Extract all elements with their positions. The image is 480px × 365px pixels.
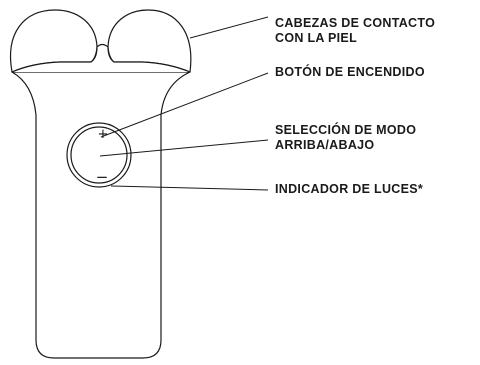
label-mode-selection-line1: SELECCIÓN DE MODO [275,123,417,137]
power-button[interactable] [70,126,128,184]
label-contact-heads-line2: CON LA PIEL [275,31,358,45]
label-mode-selection: SELECCIÓN DE MODO ARRIBA/ABAJO [275,123,416,153]
leader-power-button [100,72,269,138]
minus-sign[interactable]: − [96,168,109,186]
label-power-button-line1: BOTÓN DE ENCENDIDO [275,65,425,79]
leader-light-indicator [110,185,269,191]
label-light-indicator-line1: INDICADOR DE LUCES* [275,182,424,196]
leader-mode-selection [99,139,269,157]
leader-contact-heads [189,16,269,39]
label-mode-selection-line2: ARRIBA/ABAJO [275,138,375,152]
contact-head-rim [11,43,191,73]
label-contact-heads: CABEZAS DE CONTACTO CON LA PIEL [275,16,435,46]
label-power-button: BOTÓN DE ENCENDIDO [275,65,425,80]
label-contact-heads-line1: CABEZAS DE CONTACTO [275,16,436,30]
label-light-indicator: INDICADOR DE LUCES* [275,182,423,197]
device-handle [11,71,191,359]
plus-sign[interactable]: + [98,127,109,142]
